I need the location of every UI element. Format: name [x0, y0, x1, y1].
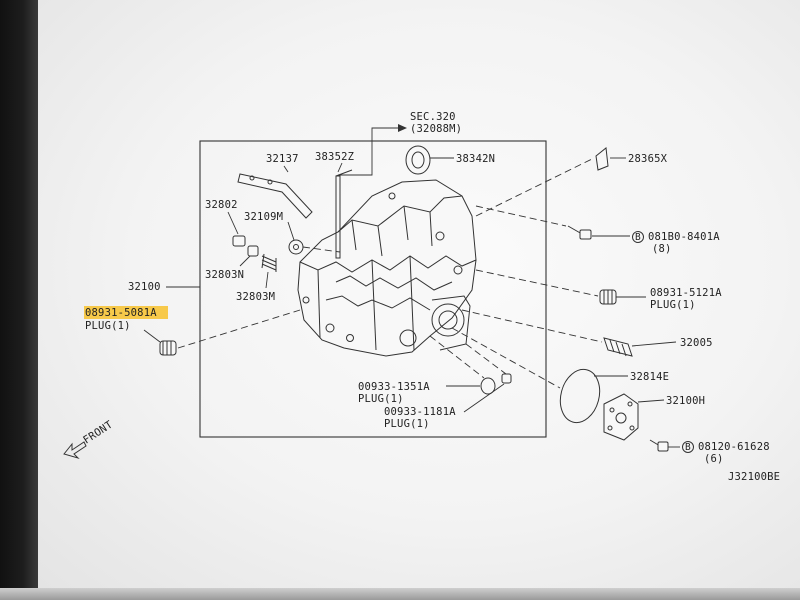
front-direction-indicator: FRONT	[63, 418, 115, 460]
part-32100[interactable]: 32100	[128, 281, 200, 293]
label-00933-1351a: 00933-1351A	[358, 381, 430, 393]
label-08120-qty: (6)	[704, 453, 724, 465]
label-081b0-8401a: 081B0-8401A	[648, 231, 720, 243]
label-32005: 32005	[680, 337, 713, 349]
monitor-bezel-bottom	[0, 588, 800, 600]
part-38342n[interactable]: 38342N	[405, 145, 495, 175]
part-08931-5121a[interactable]: 08931-5121A PLUG(1)	[475, 269, 722, 311]
label-00933-1181a: 00933-1181A	[384, 406, 456, 418]
part-32802[interactable]: 32802	[205, 199, 246, 247]
label-08120-61628: 08120-61628	[698, 441, 770, 453]
part-08931-5081a[interactable]: 08931-5081A PLUG(1)	[84, 306, 301, 356]
label-38352z: 38352Z	[315, 151, 354, 163]
part-081b0-8401a[interactable]: B 081B0-8401A (8)	[475, 205, 720, 255]
label-32802: 32802	[205, 199, 238, 211]
label-38342n: 38342N	[456, 153, 495, 165]
label-081b0-qty: (8)	[652, 243, 672, 255]
part-38352z[interactable]: 38352Z	[315, 151, 354, 259]
part-32137[interactable]: 32137	[237, 153, 313, 219]
section-reference[interactable]: SEC.320 (32088M)	[338, 111, 462, 176]
label-32803n: 32803N	[205, 269, 244, 281]
part-32109m[interactable]: 32109M	[244, 211, 341, 255]
part-32100h[interactable]: 32100H	[603, 393, 705, 441]
label-08931-5121a: 08931-5121A	[650, 287, 722, 299]
part-32814e[interactable]: 32814E	[451, 327, 669, 427]
part-00933-1351a[interactable]: 00933-1351A PLUG(1)	[358, 335, 496, 405]
assembly-box	[199, 140, 547, 438]
section-ref-part: (32088M)	[410, 123, 462, 135]
highlight-marker	[84, 306, 168, 319]
front-label: FRONT	[81, 418, 115, 446]
label-32137: 32137	[266, 153, 299, 165]
label-08931-5081a: 08931-5081A	[85, 307, 157, 319]
bolt-symbol-08120: B	[685, 442, 691, 453]
part-08120-61628[interactable]: B 08120-61628 (6)	[649, 439, 770, 465]
part-28365x[interactable]: 28365X	[475, 147, 668, 217]
label-32814e: 32814E	[630, 371, 669, 383]
monitor-bezel-left	[0, 0, 38, 600]
label-32100h: 32100H	[666, 395, 705, 407]
part-32005[interactable]: 32005	[461, 309, 713, 357]
bolt-symbol-081b0: B	[635, 232, 641, 243]
label-08931-5121a-plug: PLUG(1)	[650, 299, 696, 311]
part-32803m[interactable]: 32803M	[236, 253, 277, 303]
label-32109m: 32109M	[244, 211, 283, 223]
diagram-code: J32100BE	[728, 471, 780, 483]
label-00933-1351a-plug: PLUG(1)	[358, 393, 404, 405]
section-ref-number: SEC.320	[410, 111, 456, 123]
label-28365x: 28365X	[628, 153, 668, 165]
label-32100: 32100	[128, 281, 161, 293]
part-32803n[interactable]: 32803N	[205, 245, 259, 281]
label-00933-1181a-plug: PLUG(1)	[384, 418, 430, 430]
transmission-case-drawing	[297, 179, 477, 357]
label-08931-5081a-plug: PLUG(1)	[85, 320, 131, 332]
part-00933-1181a[interactable]: 00933-1181A PLUG(1)	[384, 343, 512, 430]
label-32803m: 32803M	[236, 291, 275, 303]
